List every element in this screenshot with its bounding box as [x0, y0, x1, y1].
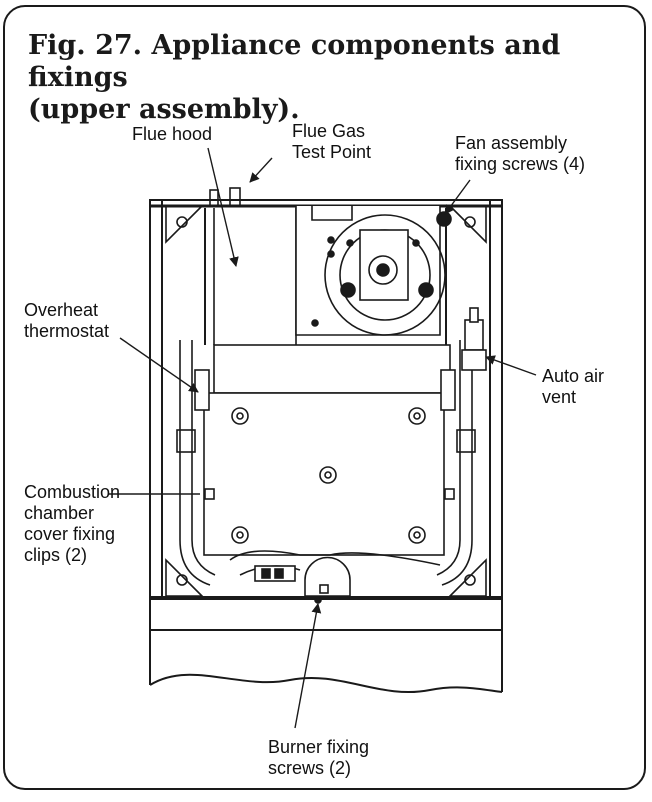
leader-lines: [109, 147, 537, 729]
burner-assembly: [229, 550, 441, 604]
label-combustion-line2: chamber: [24, 503, 95, 523]
label-combustion-line1: Combustion: [24, 482, 121, 502]
fan-assembly: [295, 206, 452, 336]
label-flue-hood: Flue hood: [132, 124, 212, 145]
label-auto-air-vent-line2: vent: [542, 387, 577, 407]
label-burner-screws: Burner fixing screws (2): [268, 737, 369, 779]
label-burner-line2: screws (2): [268, 758, 352, 778]
label-flue-gas-test-point-line2: Test Point: [292, 142, 372, 162]
combustion-chamber: [194, 344, 456, 556]
leader-overheat-thermostat: [119, 337, 199, 393]
label-flue-gas-test-point-line1: Flue Gas: [292, 121, 366, 141]
label-flue-gas-test-point: Flue Gas Test Point: [292, 121, 371, 163]
label-auto-air-vent-line1: Auto air: [542, 366, 605, 386]
figure-title-line-1: Fig. 27. Appliance components and fixing…: [28, 30, 561, 93]
figure-title-line-2: (upper assembly).: [28, 94, 300, 125]
label-combustion-clips: Combustion chamber cover fixing clips (2…: [24, 482, 120, 566]
label-overheat-line1: Overheat: [24, 300, 99, 320]
leader-fan-assembly: [444, 179, 471, 215]
leader-auto-air-vent: [485, 355, 537, 376]
side-pipes: [176, 340, 476, 586]
label-combustion-line4: clips (2): [24, 545, 88, 565]
leader-flue-hood: [207, 147, 239, 267]
corner-brackets: [165, 205, 487, 597]
label-burner-line1: Burner fixing: [268, 737, 370, 757]
label-combustion-line3: cover fixing: [24, 524, 116, 544]
label-overheat-line2: thermostat: [24, 321, 110, 341]
label-overheat-thermostat: Overheat thermostat: [24, 300, 109, 342]
label-auto-air-vent: Auto air vent: [542, 366, 604, 408]
label-fan-assembly: Fan assembly fixing screws (4): [455, 133, 585, 175]
figure-title: Fig. 27. Appliance components and fixing…: [28, 30, 628, 126]
leader-flue-gas-test-point: [249, 157, 273, 183]
leader-burner-screws: [294, 603, 322, 729]
label-flue-hood-text: Flue hood: [132, 124, 213, 144]
label-fan-assembly-line1: Fan assembly: [455, 133, 568, 153]
label-fan-assembly-line2: fixing screws (4): [455, 154, 586, 174]
base-skirt: [149, 596, 503, 694]
auto-air-vent-valve: [461, 307, 487, 371]
